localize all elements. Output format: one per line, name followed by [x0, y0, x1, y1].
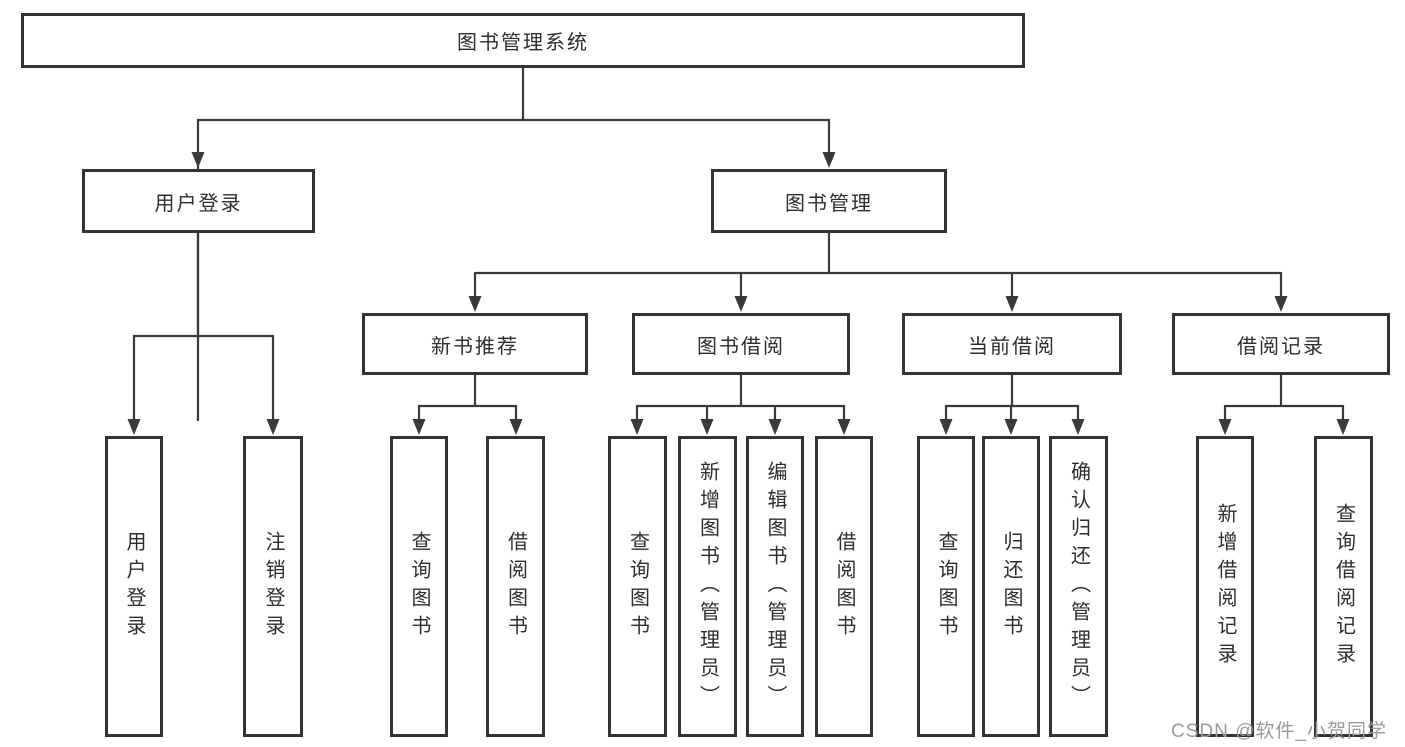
- leaf-user-login: 用户登录: [105, 436, 163, 737]
- node-user-login: 用户登录: [82, 169, 315, 233]
- node-label: 用户登录: [154, 192, 243, 215]
- node-label: 查询图书: [626, 530, 649, 643]
- node-label: 注销登录: [262, 530, 284, 643]
- node-label: 借阅图书: [833, 530, 855, 643]
- leaf-records-add-record: 新增借阅记录: [1196, 436, 1254, 737]
- node-label: 新增借阅记录: [1214, 502, 1236, 671]
- leaf-current-confirm-return-admin: 确认归还（管理员）: [1049, 436, 1108, 737]
- leaf-borrowing-borrow-books: 借阅图书: [815, 436, 873, 737]
- node-label: 新增图书（管理员）: [696, 460, 719, 713]
- node-label: 借阅记录: [1237, 335, 1325, 358]
- node-label: 新书推荐: [431, 335, 519, 358]
- node-current-borrowing: 当前借阅: [902, 313, 1122, 375]
- leaf-recommend-query-books: 查询图书: [390, 436, 448, 737]
- leaf-borrowing-add-books-admin: 新增图书（管理员）: [678, 436, 737, 737]
- node-label: 确认归还（管理员）: [1067, 460, 1090, 713]
- leaf-borrowing-query-books: 查询图书: [608, 436, 667, 737]
- node-label: 图书管理系统: [457, 32, 589, 54]
- node-label: 编辑图书（管理员）: [764, 460, 786, 713]
- node-label: 借阅图书: [504, 530, 527, 643]
- node-book-borrowing: 图书借阅: [632, 313, 850, 375]
- leaf-logout: 注销登录: [243, 436, 303, 737]
- node-borrow-records: 借阅记录: [1172, 313, 1390, 375]
- leaf-records-query-record: 查询借阅记录: [1314, 436, 1373, 737]
- node-label: 查询图书: [408, 530, 430, 643]
- leaf-borrowing-edit-books-admin: 编辑图书（管理员）: [746, 436, 804, 737]
- node-label: 查询借阅记录: [1332, 502, 1355, 671]
- node-new-book-recommend: 新书推荐: [362, 313, 588, 375]
- node-book-management: 图书管理: [711, 169, 947, 233]
- node-label: 归还图书: [1000, 530, 1022, 643]
- leaf-recommend-borrow-books: 借阅图书: [486, 436, 545, 737]
- leaf-current-query-books: 查询图书: [917, 436, 975, 737]
- node-label: 图书借阅: [697, 335, 785, 358]
- node-library-system: 图书管理系统: [21, 13, 1025, 68]
- leaf-current-return-books: 归还图书: [982, 436, 1040, 737]
- node-label: 查询图书: [935, 530, 957, 643]
- node-label: 用户登录: [123, 530, 145, 643]
- node-label: 图书管理: [785, 192, 873, 215]
- node-label: 当前借阅: [968, 335, 1056, 358]
